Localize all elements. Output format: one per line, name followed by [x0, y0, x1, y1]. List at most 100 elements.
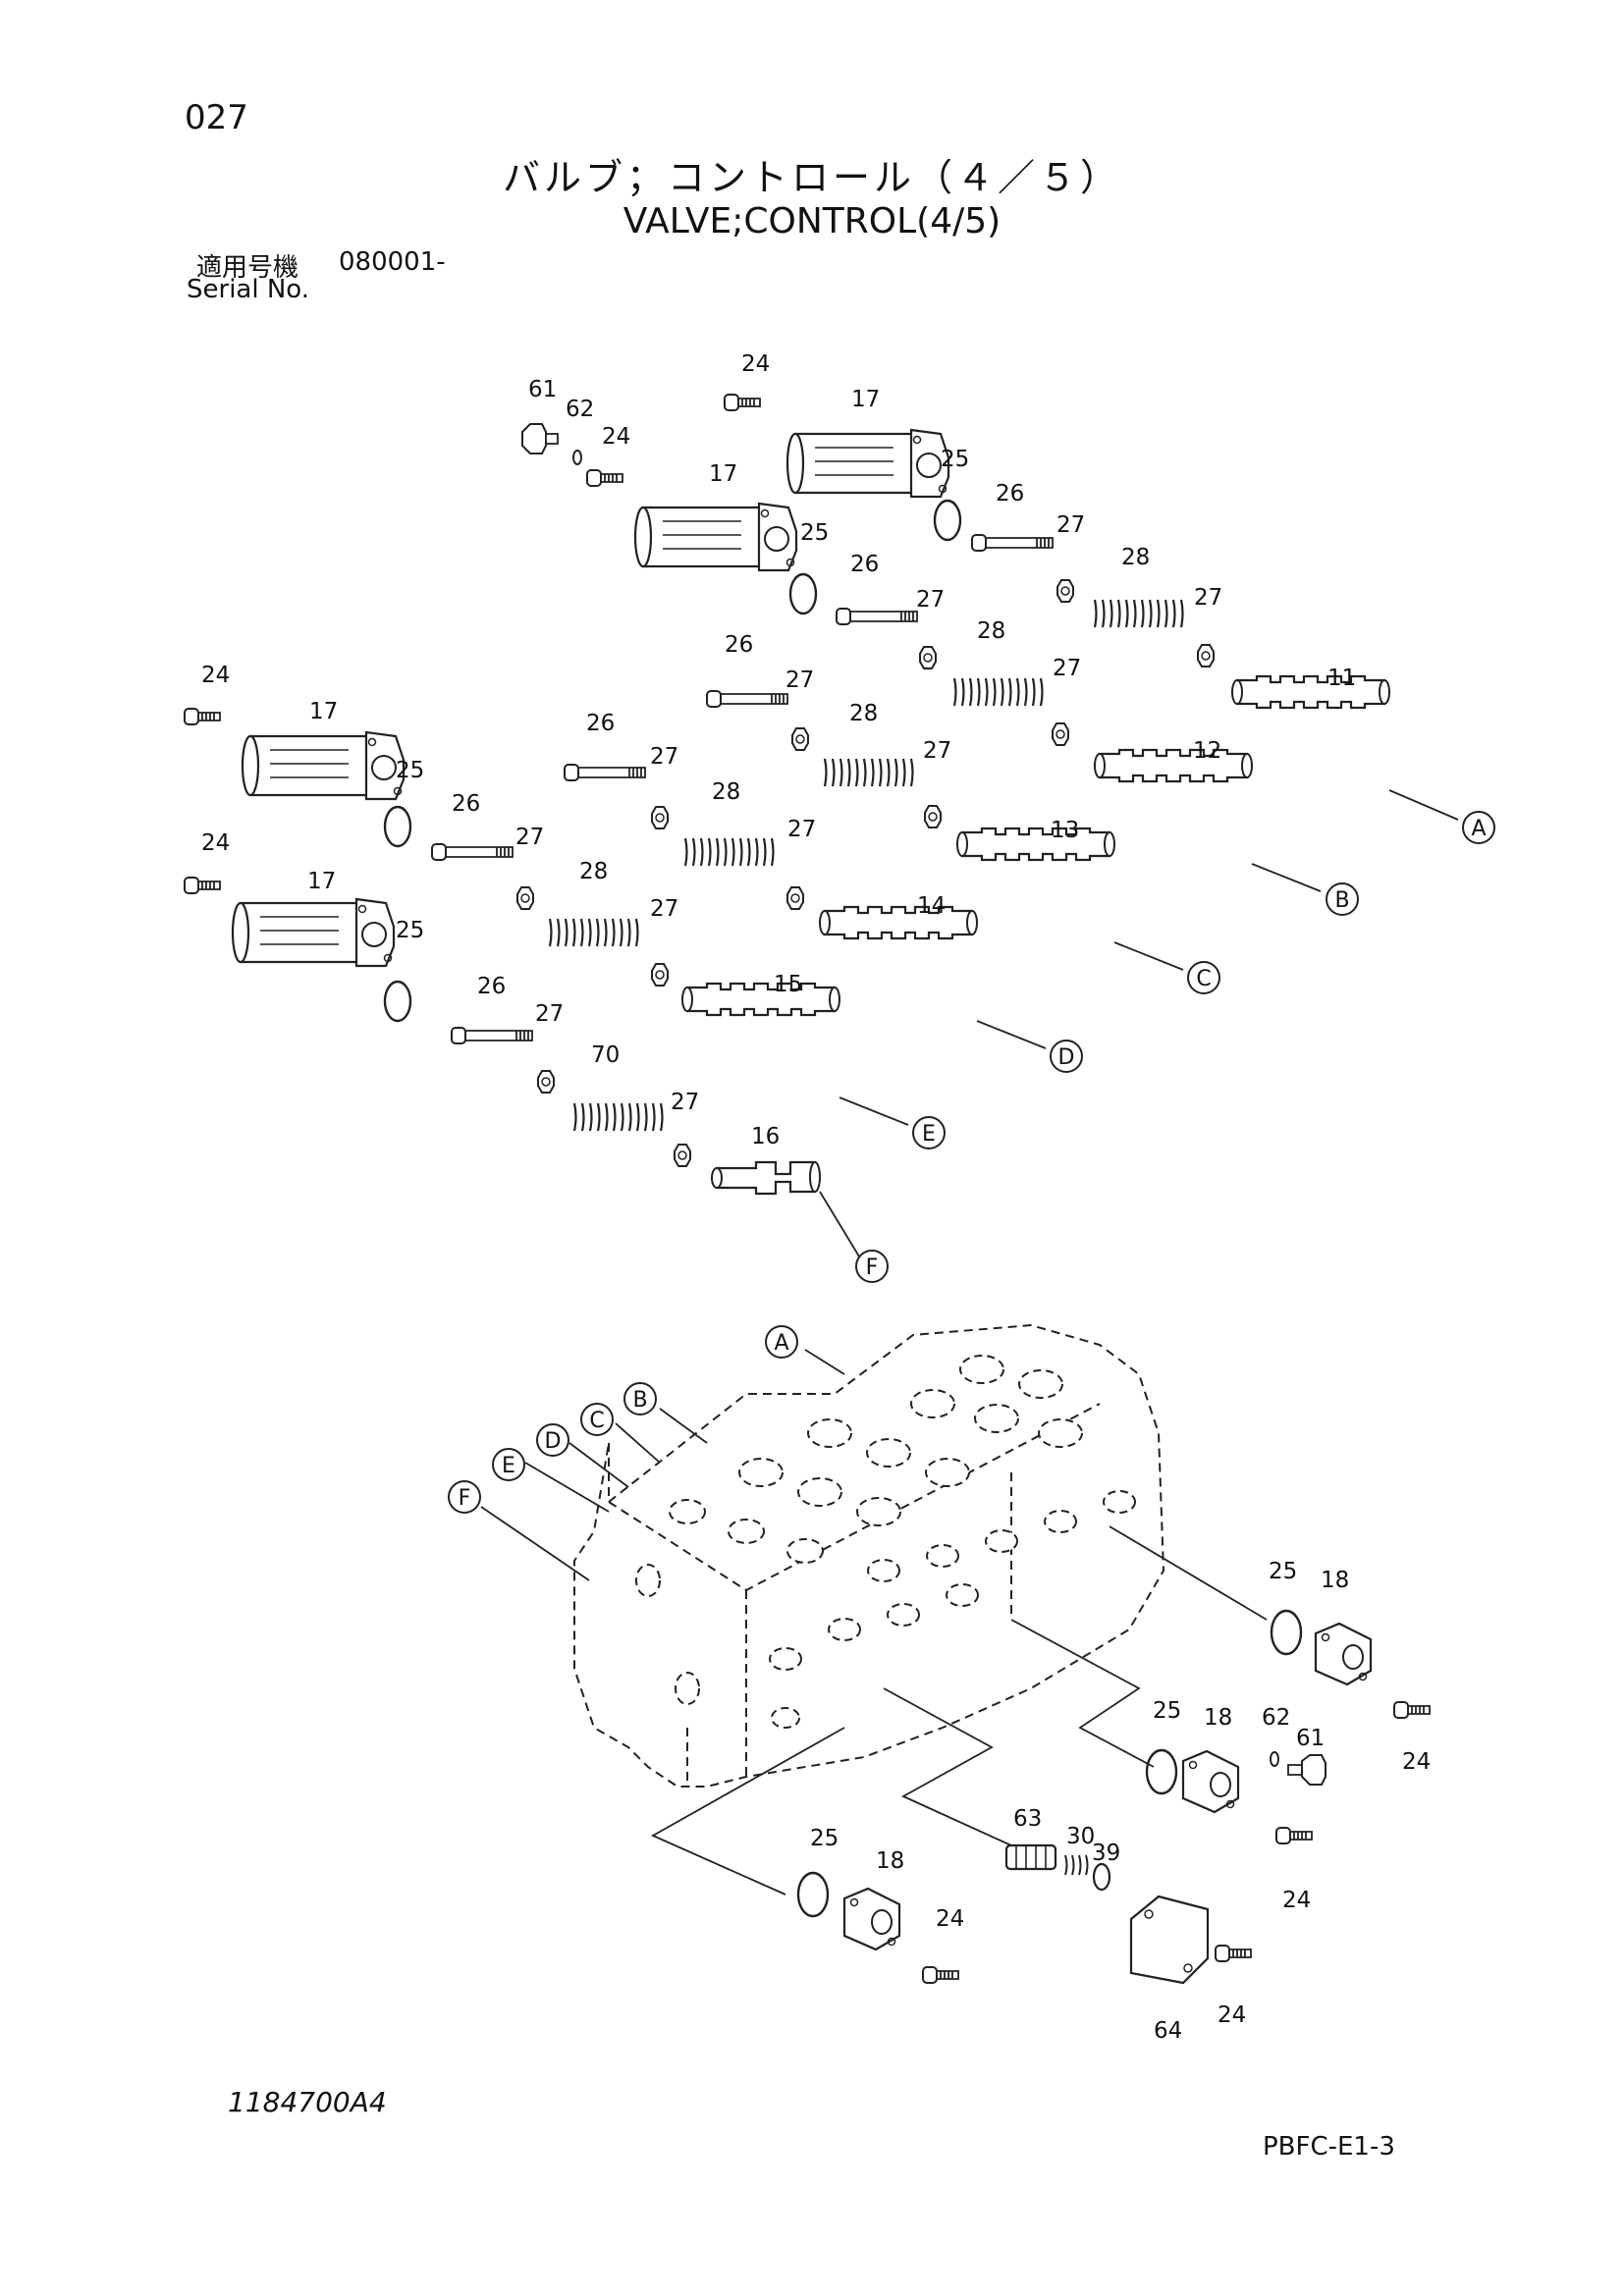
callout-26: 26: [850, 552, 879, 577]
bolt-24-g: [922, 1966, 959, 1984]
connector-d-lower-label: D: [545, 1429, 562, 1454]
callout-18: 18: [1321, 1568, 1349, 1593]
cover-18-b: [1181, 1749, 1240, 1814]
callout-27: 27: [923, 738, 951, 764]
callout-25: 25: [810, 1826, 839, 1851]
callout-12: 12: [1193, 738, 1221, 764]
title-english: VALVE;CONTROL(4/5): [623, 201, 1001, 241]
connector-d-lower: [536, 1423, 569, 1457]
spring-70: [572, 1101, 664, 1133]
bolt-24-b: [586, 469, 623, 487]
oring-25-f: [1145, 1748, 1178, 1795]
oring-25-c: [383, 805, 412, 848]
callout-27: 27: [1053, 656, 1081, 681]
callout-27: 27: [650, 896, 678, 922]
serial-value: 080001-: [339, 247, 446, 277]
connector-c-upper: [1187, 961, 1220, 994]
seat-27-j: [651, 963, 669, 987]
cap-17-middle: [241, 730, 406, 801]
spool-12: [1093, 748, 1254, 783]
cap-17-upper-left: [633, 502, 798, 572]
callout-17: 17: [709, 461, 737, 487]
housing-ports: [635, 1355, 1136, 1729]
seat-27-e: [791, 727, 809, 751]
spring-28-b: [952, 676, 1044, 708]
callout-27: 27: [1056, 512, 1085, 538]
callout-25: 25: [1153, 1698, 1181, 1724]
callout-39: 39: [1092, 1841, 1120, 1866]
callout-18: 18: [1204, 1705, 1232, 1731]
spool-14: [818, 905, 979, 940]
bolt-24-f: [1275, 1827, 1313, 1844]
connector-f-lower-label: F: [459, 1486, 471, 1511]
callout-27: 27: [671, 1090, 699, 1115]
bolt-24-c: [184, 708, 221, 725]
spool-15: [680, 982, 841, 1017]
callout-17: 17: [309, 699, 338, 724]
seat-27-i: [516, 886, 534, 910]
connector-b-upper: [1326, 882, 1359, 916]
drawing-number: 1184700A4: [228, 2086, 387, 2118]
seat-27-c: [919, 646, 937, 669]
plug-61-top: [521, 423, 559, 454]
spool-16: [711, 1160, 821, 1196]
callout-28: 28: [977, 618, 1005, 644]
connector-b-upper-label: B: [1334, 888, 1349, 913]
oring-62-top: [572, 450, 582, 465]
seat-27-f: [924, 805, 942, 828]
bolt-24-d: [184, 877, 221, 894]
title-japanese: バルブ；コントロール（４／５）: [502, 156, 1121, 199]
callout-24: 24: [201, 830, 230, 856]
connector-d-upper-label: D: [1058, 1045, 1075, 1070]
connector-b-lower: [623, 1382, 657, 1415]
spring-28-a: [1093, 598, 1184, 629]
oring-25-b: [788, 572, 818, 615]
callout-27: 27: [535, 1001, 564, 1027]
callout-26: 26: [725, 632, 753, 658]
callout-24: 24: [1218, 2002, 1246, 2028]
callout-26: 26: [477, 974, 506, 999]
spool-13: [955, 827, 1116, 862]
seat-27-l: [674, 1144, 691, 1167]
seat-27-b: [1197, 644, 1215, 667]
stopper-26-a: [971, 534, 1054, 552]
oring-25-g: [796, 1871, 830, 1918]
callout-14: 14: [917, 893, 946, 919]
callout-25: 25: [396, 918, 424, 943]
oring-62-bottom: [1270, 1751, 1279, 1767]
connector-b-lower-label: B: [632, 1388, 647, 1413]
valve-housing: [573, 1323, 1165, 1788]
bolt-24-h: [1215, 1945, 1252, 1962]
page-number: 027: [185, 98, 248, 137]
callout-17: 17: [851, 387, 880, 412]
callout-25: 25: [800, 520, 829, 546]
cap-17-lower: [231, 897, 396, 968]
bolt-24-a: [724, 394, 761, 411]
relief-valve-63: [1004, 1843, 1057, 1871]
connector-c-upper-label: C: [1196, 967, 1211, 991]
callout-24: 24: [936, 1906, 964, 1932]
seat-27-k: [537, 1070, 555, 1094]
connector-e-lower-label: E: [502, 1454, 515, 1478]
spring-28-e: [548, 917, 639, 948]
plug-61-bottom: [1287, 1754, 1326, 1786]
connector-a-lower: [765, 1325, 798, 1359]
callout-70: 70: [591, 1042, 620, 1068]
callout-25: 25: [941, 447, 969, 472]
callout-28: 28: [1121, 545, 1150, 570]
callout-28: 28: [849, 701, 878, 726]
callout-64: 64: [1154, 2018, 1182, 2044]
stopper-26-b: [836, 608, 918, 625]
callout-62: 62: [566, 397, 594, 422]
callout-26: 26: [996, 481, 1024, 507]
stopper-26-f: [451, 1027, 533, 1044]
connector-a-lower-label: A: [774, 1331, 788, 1356]
connector-e-upper-label: E: [922, 1122, 936, 1147]
spring-30: [1064, 1854, 1089, 1876]
callout-25: 25: [1269, 1559, 1297, 1584]
connector-e-lower: [492, 1448, 525, 1481]
callout-11: 11: [1327, 666, 1356, 691]
callout-27: 27: [787, 817, 816, 842]
cover-18-c: [842, 1887, 901, 1951]
